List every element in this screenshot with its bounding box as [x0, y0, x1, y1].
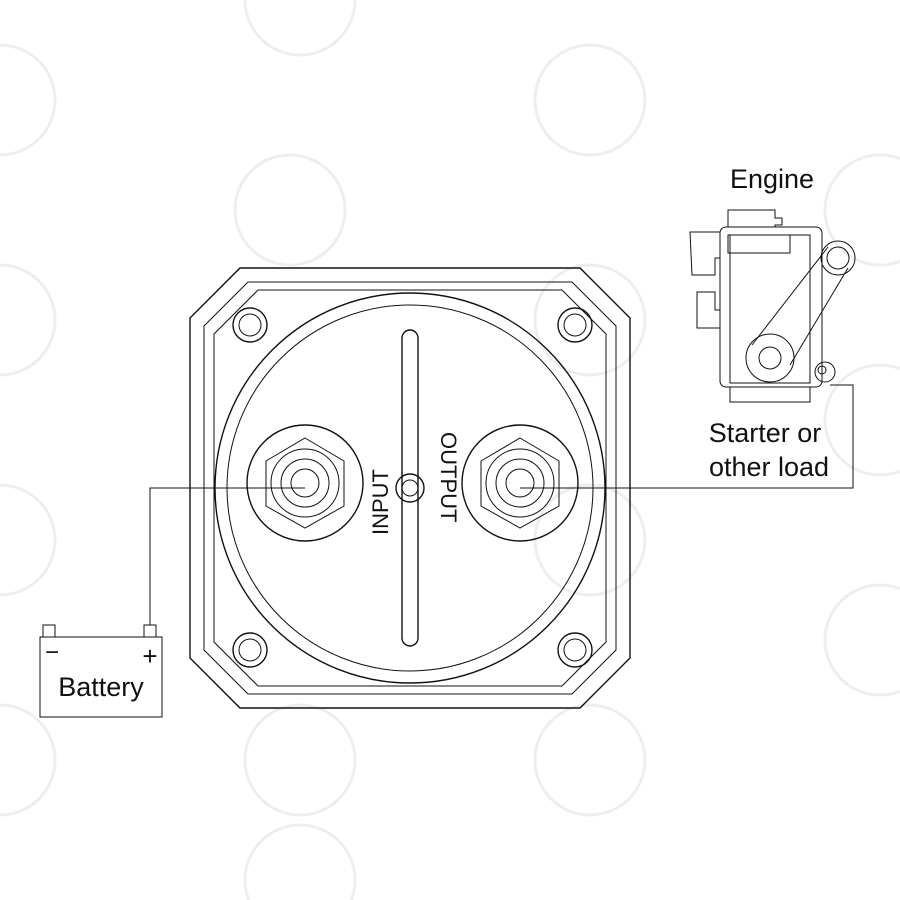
- battery-switch: INPUT OUTPUT: [189, 267, 631, 709]
- input-label: INPUT: [368, 469, 393, 535]
- battery-label: Battery: [58, 672, 144, 702]
- output-terminal: [461, 424, 579, 542]
- battery-icon: [39, 624, 163, 718]
- battery-minus: −: [45, 639, 59, 666]
- battery-plus: +: [142, 641, 157, 671]
- output-label: OUTPUT: [436, 432, 461, 522]
- battery-wire: [149, 487, 305, 625]
- load-wire: [520, 384, 854, 489]
- load-label-line2: other load: [709, 452, 829, 482]
- input-terminal: [246, 424, 364, 542]
- engine-label: Engine: [730, 164, 814, 194]
- load-label-line1: Starter or: [709, 418, 822, 448]
- engine-icon: [689, 209, 856, 403]
